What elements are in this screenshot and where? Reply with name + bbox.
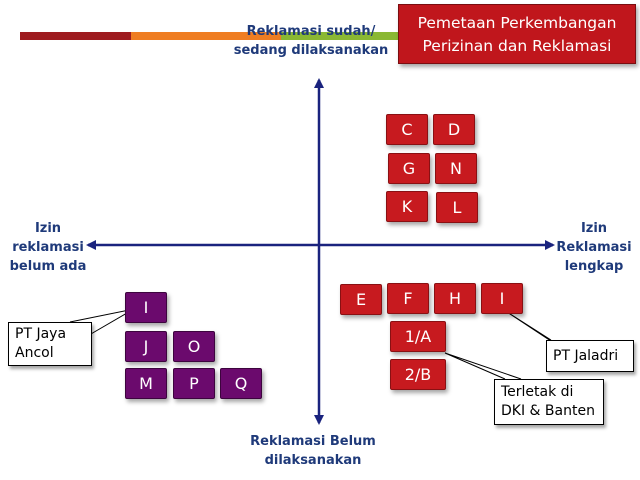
header-stripe-dark xyxy=(20,32,131,40)
axis-label-right-line1: Izin xyxy=(580,221,608,236)
axis-label-bottom-line2: dilaksanakan xyxy=(264,453,362,468)
permit-box-d: D xyxy=(433,114,475,145)
axis-label-right-line3: lengkap xyxy=(564,259,624,274)
axis-label-top-line2: sedang dilaksanakan xyxy=(233,43,389,58)
permit-box-e: E xyxy=(340,284,382,315)
permit-box-h: H xyxy=(434,283,476,314)
callout-dki-banten-pointer xyxy=(444,352,522,380)
permit-box-c: C xyxy=(386,114,428,145)
axis-label-right-line2: Reklamasi xyxy=(556,240,632,255)
axis-label-left-line1: Izin xyxy=(34,221,62,236)
permit-box-2b: 2/B xyxy=(390,359,446,390)
page-title-line1: Pemetaan Perkembangan xyxy=(417,14,617,32)
axis-label-left: Izin reklamasi belum ada xyxy=(8,219,88,276)
permit-box-g: G xyxy=(388,153,430,184)
axis-label-left-line3: belum ada xyxy=(9,259,87,274)
axis-label-top-line1: Reklamasi sudah/ xyxy=(246,24,376,39)
callout-jaladri-line1: PT Jaladri xyxy=(553,348,619,364)
axis-label-bottom: Reklamasi Belum dilaksanakan xyxy=(238,432,388,470)
permit-box-n: N xyxy=(435,153,477,184)
page-title: Pemetaan Perkembangan Perizinan dan Rekl… xyxy=(398,4,636,64)
callout-jaya-ancol: PT Jaya Ancol xyxy=(8,322,92,366)
permit-box-i-right: I xyxy=(481,283,523,314)
permit-box-f: F xyxy=(387,283,429,314)
permit-box-p: P xyxy=(173,368,215,399)
axis-label-bottom-line1: Reklamasi Belum xyxy=(250,434,376,449)
permit-box-m: M xyxy=(125,368,167,399)
header-stripe-green xyxy=(281,32,398,40)
callout-dki-banten-line1: Terletak di xyxy=(501,384,574,400)
callout-jaya-ancol-line2: Ancol xyxy=(15,345,54,361)
callout-jaladri: PT Jaladri xyxy=(546,340,634,372)
axis-label-top: Reklamasi sudah/ sedang dilaksanakan xyxy=(226,22,396,60)
page-title-line2: Perizinan dan Reklamasi xyxy=(422,37,612,55)
axis-label-left-line2: reklamasi xyxy=(12,240,84,255)
permit-box-i-left: I xyxy=(125,292,167,323)
header-stripe-orange xyxy=(131,32,281,40)
permit-box-k: K xyxy=(386,191,428,222)
permit-box-q: Q xyxy=(220,368,262,399)
callout-dki-banten-line2: DKI & Banten xyxy=(501,403,595,419)
permit-box-l: L xyxy=(436,192,478,223)
permit-box-1a: 1/A xyxy=(390,321,446,352)
axis-label-right: Izin Reklamasi lengkap xyxy=(554,219,634,276)
permit-box-o: O xyxy=(173,331,215,362)
callout-jaya-ancol-line1: PT Jaya xyxy=(15,326,67,342)
callout-dki-banten: Terletak di DKI & Banten xyxy=(494,379,604,425)
permit-box-j: J xyxy=(125,331,167,362)
